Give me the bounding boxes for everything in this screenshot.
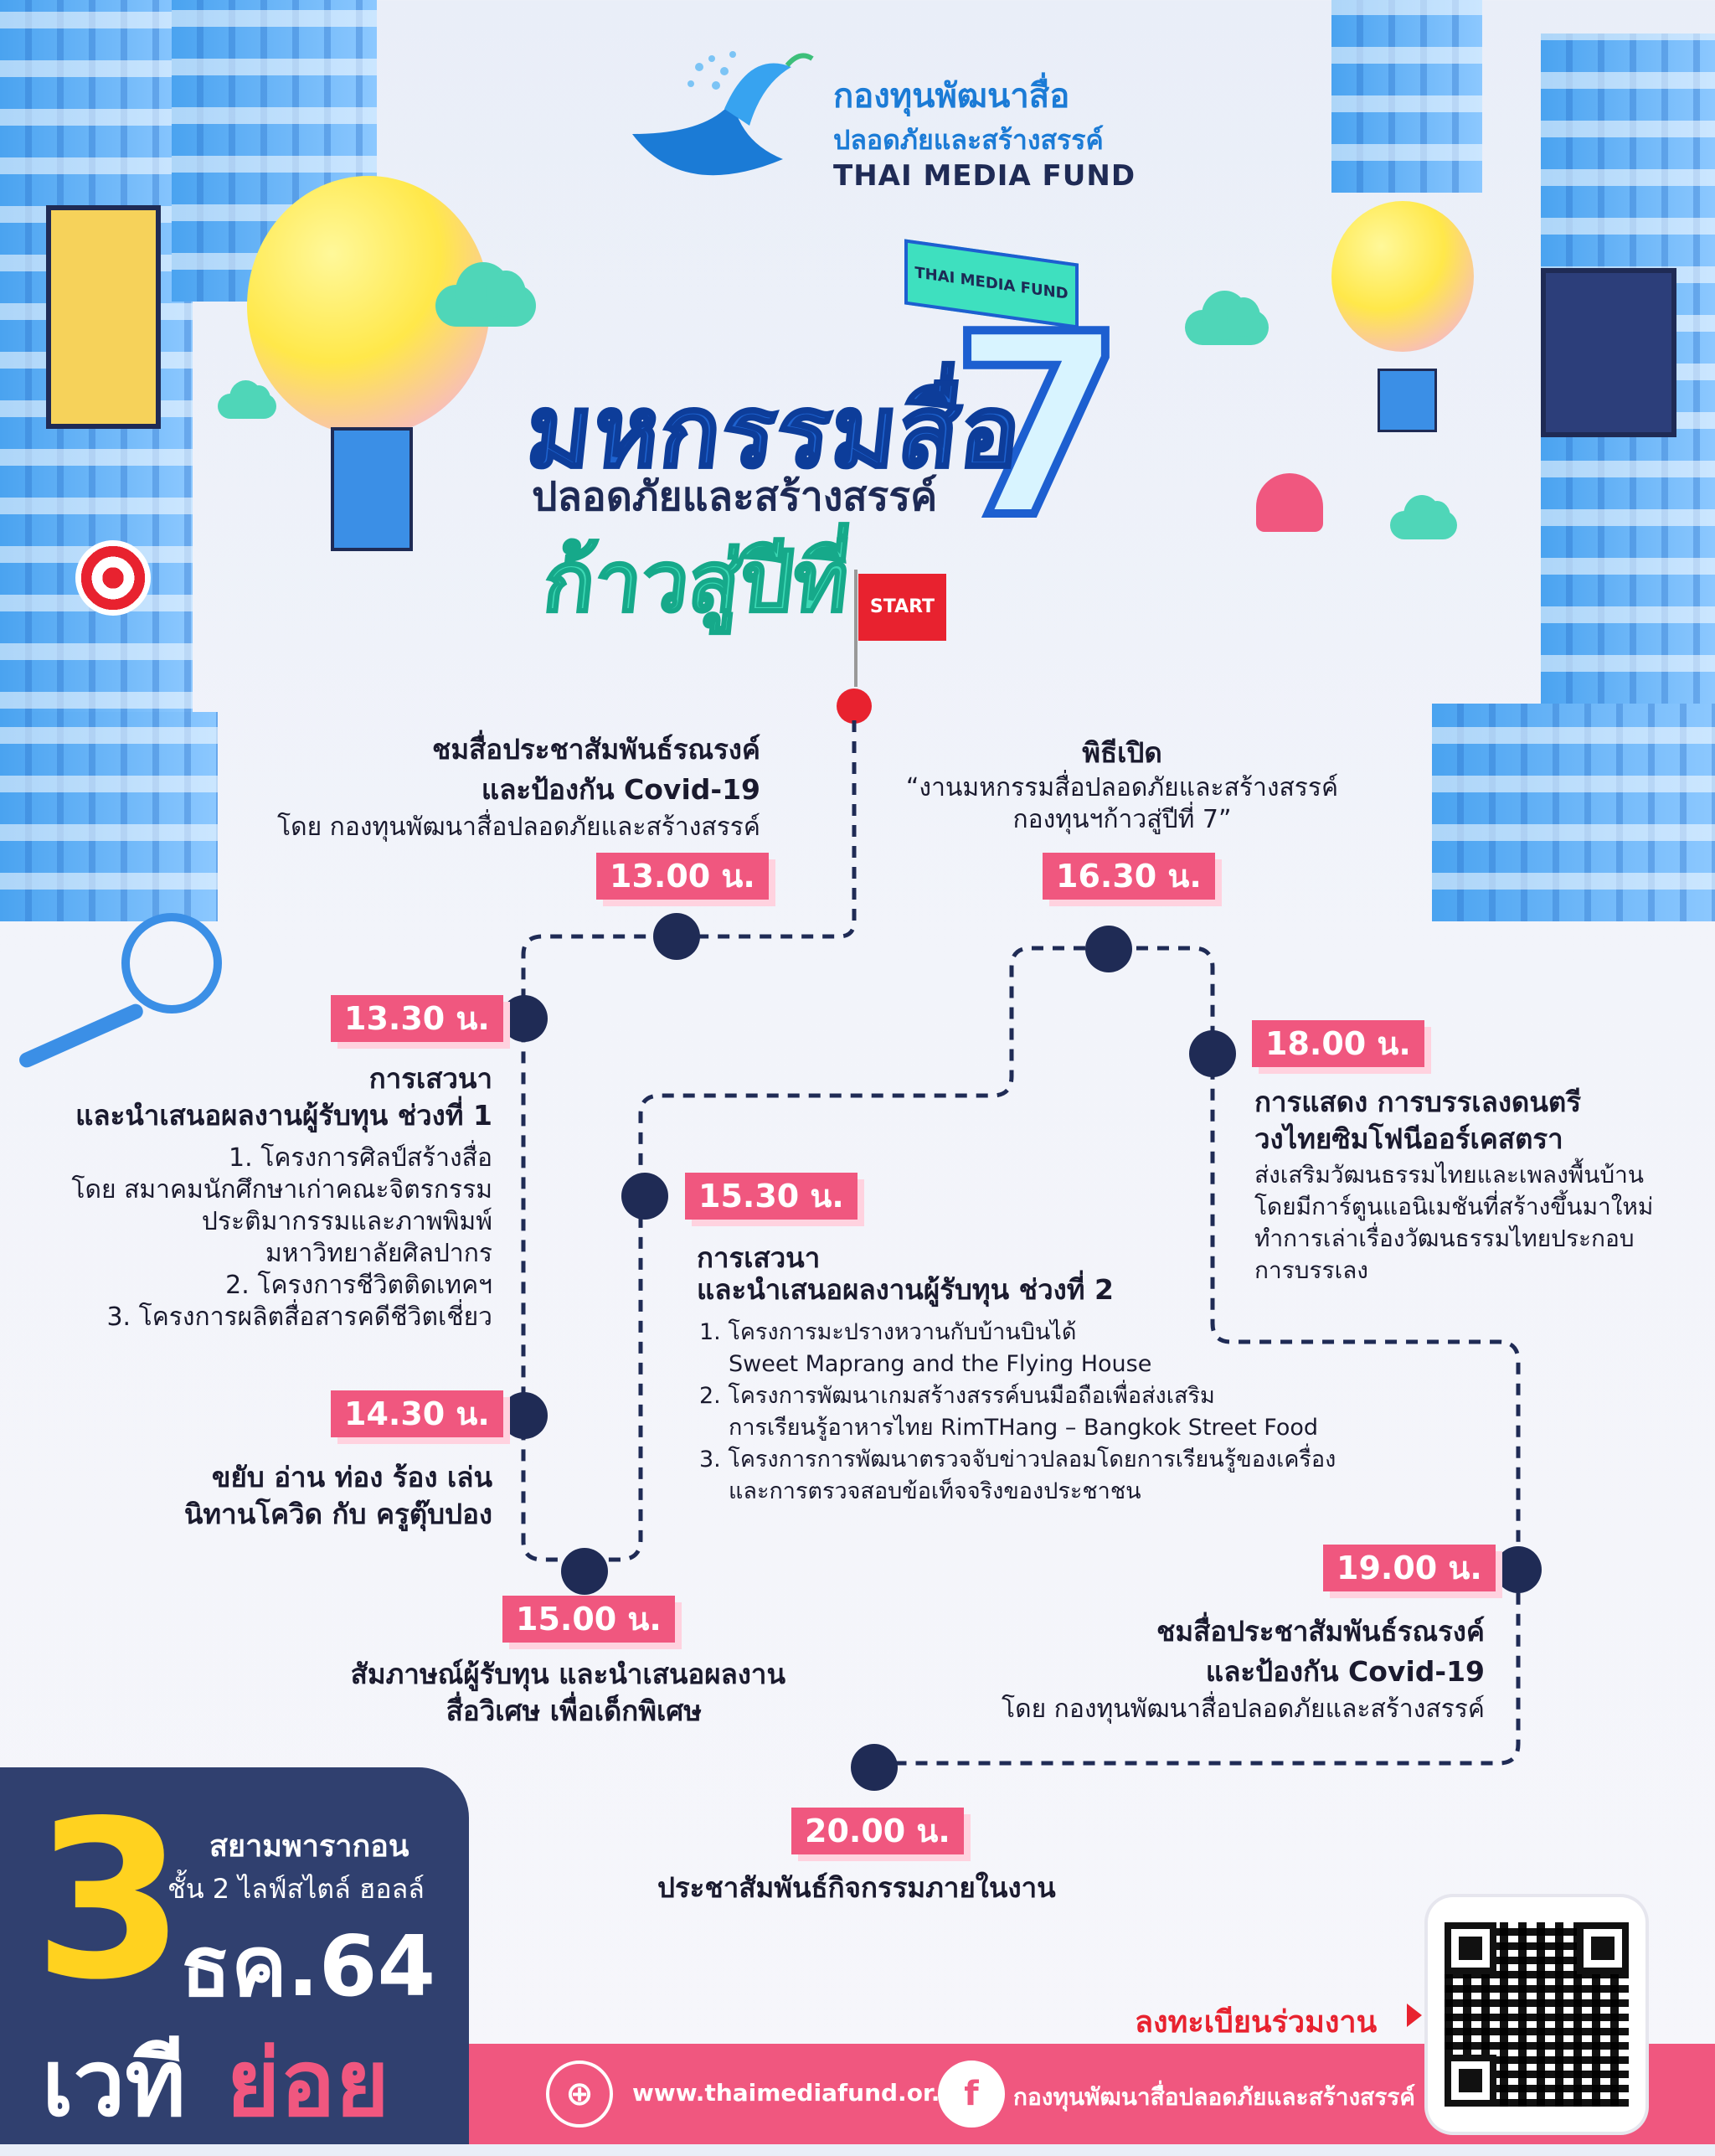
- event-1900-title1: ชมสื่อประชาสัมพันธ์รณรงค์: [1156, 1615, 1485, 1648]
- news-billboard-right: [1541, 268, 1676, 437]
- event-1530-item-5: 3. โครงการการพัฒนาตรวจจับข่าวปลอมโดยการเ…: [699, 1447, 1336, 1473]
- event-1330-item-4: มหาวิทยาลัยศิลปากร: [265, 1239, 492, 1268]
- balloon-basket-right: [1378, 369, 1437, 432]
- event-1530-item-2: Sweet Maprang and the Flying House: [729, 1351, 1152, 1377]
- website-link[interactable]: www.thaimediafund.or.th: [632, 2079, 968, 2107]
- event-title-sub: ปลอดภัยและสร้างสรรค์: [532, 473, 938, 520]
- event-1500-title1: สัมภาษณ์ผู้รับทุน และนำเสนอผลงาน: [350, 1658, 785, 1690]
- event-1630-title2: “งานมหกรรมสื่อปลอดภัยและสร้างสรรค์: [905, 773, 1339, 802]
- event-1800-item-3: ทำการเล่าเรื่องวัฒนธรรมไทยประกอบ: [1254, 1225, 1635, 1252]
- timeline-dot-1300: [653, 913, 700, 960]
- cloud-3: [1185, 290, 1269, 345]
- time-badge-1630: 16.30 น.: [1043, 853, 1215, 900]
- qr-finder-bl: [1445, 2055, 1496, 2107]
- timeline-dot-1530: [621, 1173, 668, 1220]
- heart-balloon-icon: [1256, 473, 1323, 532]
- facebook-icon[interactable]: f: [938, 2061, 1005, 2128]
- event-date-panel: [0, 1767, 469, 2144]
- event-1430-title2: นิทานโควิด กับ ครูตุ๊บปอง: [183, 1498, 492, 1530]
- event-venue-line1: สยามพารากอน: [209, 1829, 409, 1864]
- time-badge-1900: 19.00 น.: [1323, 1545, 1496, 1591]
- event-1800-title2: วงไทยซิมโฟนีออร์เคสตรา: [1254, 1122, 1563, 1155]
- event-1330-item-5: 2. โครงการชีวิตติดเทคฯ: [225, 1271, 492, 1300]
- event-1300-detail: โดย กองทุนพัฒนาสื่อปลอดภัยและสร้างสรรค์: [276, 812, 760, 842]
- event-2000-title1: ประชาสัมพันธ์กิจกรรมภายในงาน: [657, 1871, 1056, 1904]
- start-point: [837, 689, 872, 724]
- event-1330-item-6: 3. โครงการผลิตสื่อสารคดีชีวิตเชี่ยว: [106, 1302, 492, 1332]
- facebook-link[interactable]: กองทุนพัฒนาสื่อปลอดภัยและสร้างสรรค์: [1013, 2083, 1416, 2111]
- event-1300-title1: ชมสื่อประชาสัมพันธ์รณรงค์: [431, 733, 760, 766]
- time-badge-1530: 15.30 น.: [685, 1173, 858, 1220]
- register-link[interactable]: ลงทะเบียนร่วมงาน: [1135, 2005, 1378, 2040]
- event-1530-title1: การเสวนา: [697, 1241, 821, 1274]
- registration-qr-code[interactable]: [1445, 1922, 1629, 2107]
- balloon-basket-left: [331, 427, 413, 551]
- event-1330-item-3: ประติมากรรมและภาพพิมพ์: [201, 1207, 492, 1236]
- time-badge-2000: 20.00 น.: [791, 1808, 964, 1854]
- building-left-low: [0, 712, 218, 921]
- timeline-dot-2000: [851, 1744, 898, 1791]
- event-1330-title1: การเสวนา: [368, 1062, 492, 1095]
- timeline-dot-1900: [1495, 1546, 1542, 1593]
- timeline-dot-1430: [501, 1392, 548, 1439]
- building-right-back: [1331, 0, 1482, 193]
- event-1430-title1: ขยับ อ่าน ท่อง ร้อง เล่น: [211, 1461, 492, 1493]
- timeline-dot-1330: [501, 995, 548, 1042]
- event-1300-title2: และป้องกัน Covid-19: [481, 773, 760, 806]
- stage-label-a: เวที: [42, 2030, 186, 2137]
- cloud-1: [435, 261, 536, 327]
- org-name-thai-line2: ปลอดภัยและสร้างสรรค์: [833, 124, 1104, 156]
- event-1530-item-1: 1. โครงการมะปรางหวานกับบ้านบินได้: [699, 1319, 1077, 1345]
- time-badge-1430: 14.30 น.: [331, 1390, 503, 1437]
- timeline-dot-1630: [1085, 926, 1132, 972]
- org-name-english: THAI MEDIA FUND: [833, 159, 1136, 193]
- time-badge-1300: 13.00 น.: [596, 853, 769, 900]
- event-1900-title2: และป้องกัน Covid-19: [1205, 1655, 1485, 1688]
- event-venue-line2: ชั้น 2 ไลฟ์สไตล์ ฮอลล์: [167, 1873, 425, 1905]
- year-seven-number: 7: [946, 281, 1130, 573]
- event-1530-title2: และนำเสนอผลงานผู้รับทุน ช่วงที่ 2: [697, 1273, 1114, 1306]
- event-1630-title1: พิธีเปิด: [1082, 736, 1162, 769]
- qr-finder-tr: [1577, 1922, 1629, 1974]
- event-1800-title1: การแสดง การบรรเลงดนตรี: [1254, 1086, 1582, 1118]
- event-1800-item-4: การบรรเลง: [1254, 1256, 1368, 1284]
- event-day: 3: [33, 1775, 185, 2028]
- event-month-year: ธค.64: [180, 1917, 436, 2015]
- stage-label-b: ย่อย: [226, 2030, 389, 2137]
- event-1900-detail: โดย กองทุนพัฒนาสื่อปลอดภัยและสร้างสรรค์: [1001, 1694, 1485, 1724]
- globe-icon: ⊕: [546, 2061, 613, 2128]
- qr-finder-tl: [1445, 1922, 1496, 1974]
- event-1330-title2: และนำเสนอผลงานผู้รับทุน ช่วงที่ 1: [75, 1099, 492, 1132]
- timeline-dot-1800: [1189, 1030, 1236, 1077]
- news-billboard-left: [46, 205, 161, 429]
- arrow-right-icon: [1407, 2004, 1422, 2027]
- event-1500-title2: สื่อวิเศษ เพื่อเด็กพิเศษ: [445, 1694, 702, 1727]
- dove-logo-icon: [632, 51, 814, 176]
- event-1530-item-6: และการตรวจสอบข้อเท็จจริงของประชาชน: [729, 1478, 1141, 1504]
- time-badge-1500: 15.00 น.: [502, 1596, 675, 1643]
- event-1330-item-2: โดย สมาคมนักศึกษาเก่าคณะจิตรกรรม: [71, 1175, 492, 1204]
- event-1630-title3: กองทุนฯก้าวสู่ปีที่ 7”: [1012, 805, 1232, 834]
- event-1530-item-4: การเรียนรู้อาหารไทย RimTHang – Bangkok S…: [729, 1415, 1319, 1441]
- event-1530-item-3: 2. โครงการพัฒนาเกมสร้างสรรค์บนมือถือเพื่…: [699, 1383, 1215, 1409]
- building-right-low: [1432, 704, 1715, 921]
- start-flag: START: [858, 574, 946, 641]
- target-icon: [75, 540, 151, 616]
- cloud-4: [1390, 495, 1457, 539]
- hot-air-balloon-right: [1331, 201, 1474, 352]
- event-1800-item-1: ส่งเสริมวัฒนธรรมไทยและเพลงพื้นบ้าน: [1254, 1161, 1644, 1189]
- event-1330-item-1: 1. โครงการศิลป์สร้างสื่อ: [229, 1143, 492, 1173]
- cloud-2: [218, 379, 276, 419]
- magnifier-icon: [121, 913, 222, 1014]
- timeline-dot-1500: [561, 1548, 608, 1595]
- flag-pole: [854, 570, 858, 687]
- time-badge-1800: 18.00 น.: [1252, 1020, 1424, 1067]
- org-name-thai-line1: กองทุนพัฒนาสื่อ: [833, 77, 1070, 116]
- time-badge-1330: 13.30 น.: [331, 995, 503, 1042]
- event-1800-item-2: โดยมีการ์ตูนแอนิเมชันที่สร้างขึ้นมาใหม่: [1254, 1193, 1654, 1220]
